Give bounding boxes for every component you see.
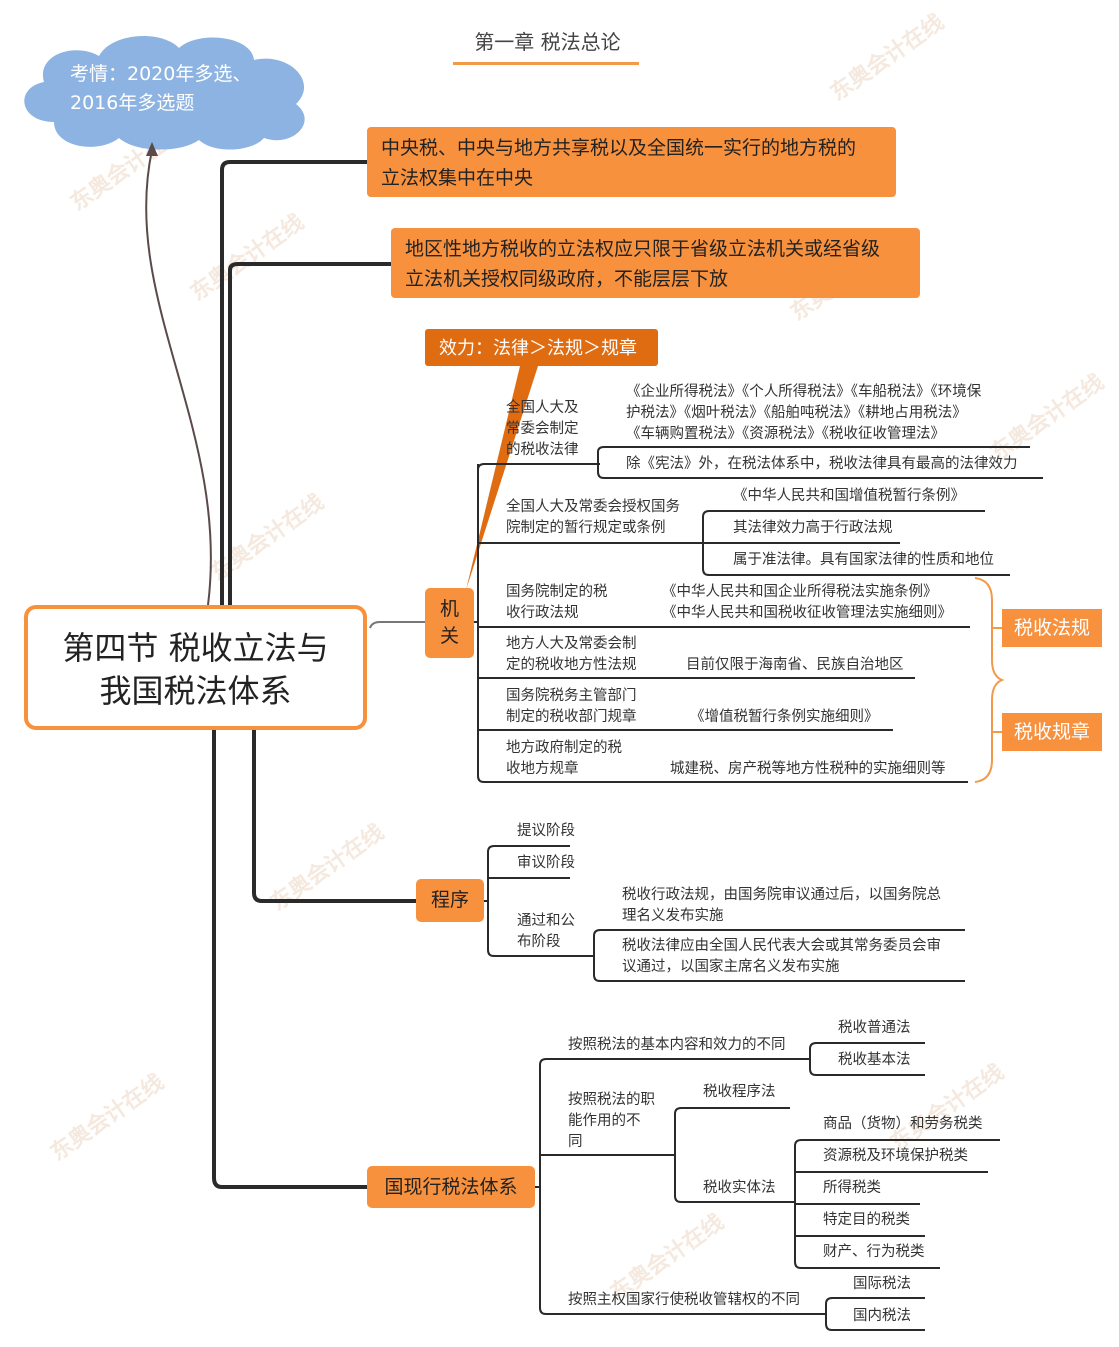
effect-higher-than-admin: 其法律效力高于行政法规 xyxy=(733,520,893,536)
income-tax: 所得税类 xyxy=(823,1180,881,1196)
procedural-tax-law: 税收程序法 xyxy=(703,1084,776,1100)
central-legislation-node: 中央税、中央与地方共享税以及全国统一实行的地方税的 立法权集中在中央 xyxy=(367,127,896,197)
resource-env-tax: 资源税及环境保护税类 xyxy=(823,1148,968,1164)
organs-node: 机 关 xyxy=(425,588,474,658)
local-rules-example: 城建税、房产税等地方性税种的实施细则等 xyxy=(670,761,946,777)
regional-legislation-node: 地区性地方税收的立法权应只限于省级立法机关或经省级 立法机关授权同级政府，不能层… xyxy=(391,228,920,298)
cloud-note-text: 考情：2020年多选、 2016年多选题 xyxy=(70,63,252,114)
tag-tax-regulations: 税收法规 xyxy=(1002,609,1102,647)
organ-state-council-admin: 国务院制定的税收行政法规 xyxy=(506,584,608,621)
organ-local-government: 地方政府制定的税收地方规章 xyxy=(506,740,622,777)
vat-interim-regulation: 《中华人民共和国增值税暂行条例》 xyxy=(733,488,965,504)
organ-authorized-regulations: 全国人大及常委会授权国务院制定的暂行规定或条例 xyxy=(506,499,680,536)
vat-implementation-rules: 《增值税暂行条例实施细则》 xyxy=(690,709,879,725)
admin-regulation-publish: 税收行政法规，由国务院审议通过后，以国务院总理名义发布实施 xyxy=(622,887,941,924)
tag-tax-rules: 税收规章 xyxy=(1002,713,1102,751)
organ-tax-department: 国务院税务主管部门制定的税收部门规章 xyxy=(506,688,637,725)
chapter-underline xyxy=(453,62,639,65)
domestic-tax-law: 国内税法 xyxy=(853,1308,911,1324)
stage-pass-publish: 通过和公布阶段 xyxy=(517,913,575,950)
by-content-label: 按照税法的基本内容和效力的不同 xyxy=(568,1037,786,1053)
quasi-law-note: 属于准法律。具有国家法律的性质和地位 xyxy=(733,552,994,568)
procedure-node: 程序 xyxy=(416,879,484,922)
chapter-title: 第一章 税法总论 xyxy=(474,30,621,54)
tax-laws-list: 《企业所得税法》《个人所得税法》《车船税法》《环境保护税法》《烟叶税法》《船舶吨… xyxy=(626,384,982,442)
property-behavior-tax: 财产、行为税类 xyxy=(823,1244,925,1260)
organ-npc-law: 全国人大及常委会制定的税收法律 xyxy=(506,400,579,458)
basic-tax-law: 税收基本法 xyxy=(838,1052,911,1068)
tax-system-node: 国现行税法体系 xyxy=(367,1166,535,1208)
by-jurisdiction-label: 按照主权国家行使税收管辖权的不同 xyxy=(568,1292,800,1308)
admin-regulations-list: 《中华人民共和国企业所得税法实施条例》《中华人民共和国税收征收管理法实施细则》 xyxy=(662,584,952,621)
specific-purpose-tax: 特定目的税类 xyxy=(823,1212,910,1228)
by-function-label: 按照税法的职能作用的不同 xyxy=(568,1092,655,1150)
tax-law-publish: 税收法律应由全国人民代表大会或其常务委员会审议通过，以国家主席名义发布实施 xyxy=(622,938,941,975)
organ-local-npc: 地方人大及常委会制定的税收地方性法规 xyxy=(506,636,637,673)
root-topic: 第四节 税收立法与 我国税法体系 xyxy=(24,605,367,730)
stage-proposal: 提议阶段 xyxy=(517,823,575,839)
cloud-note-shape xyxy=(24,36,305,150)
tax-law-highest-effect: 除《宪法》外，在税法体系中，税收法律具有最高的法律效力 xyxy=(626,456,1018,472)
goods-services-tax: 商品（货物）和劳务税类 xyxy=(823,1116,983,1132)
stage-review: 审议阶段 xyxy=(517,855,575,871)
effect-callout: 效力：法律＞法规＞规章 xyxy=(425,329,658,366)
international-tax-law: 国际税法 xyxy=(853,1276,911,1292)
local-regulation-scope: 目前仅限于海南省、民族自治地区 xyxy=(686,657,904,673)
general-tax-law: 税收普通法 xyxy=(838,1020,911,1036)
substantive-tax-law: 税收实体法 xyxy=(703,1180,776,1196)
